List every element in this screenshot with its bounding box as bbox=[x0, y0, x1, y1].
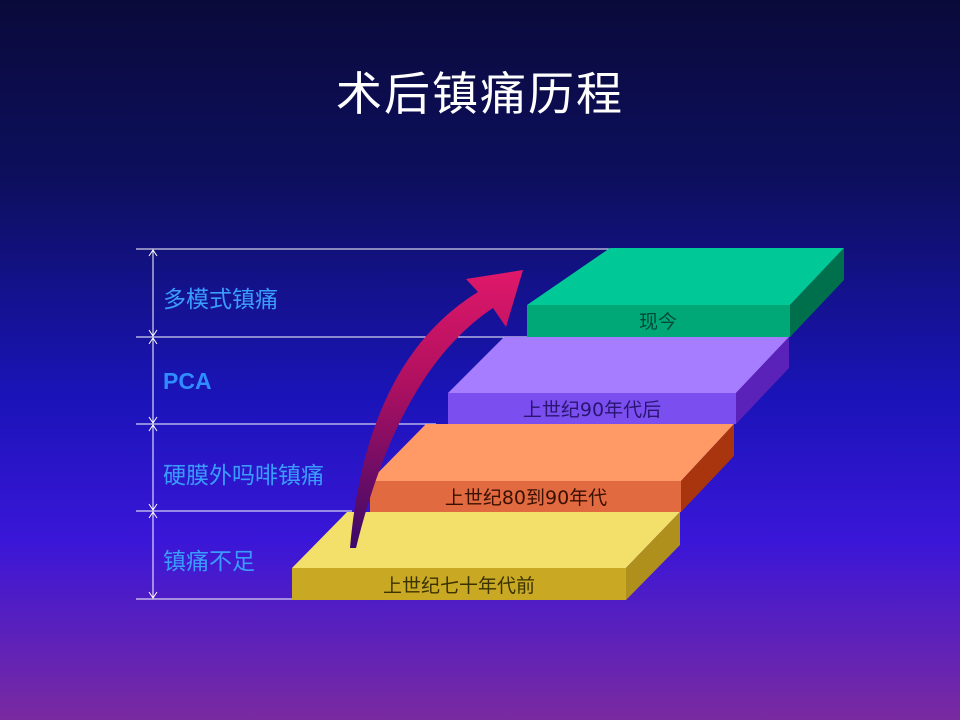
step-1-front-face bbox=[292, 568, 626, 600]
progress-arrow-icon bbox=[350, 270, 523, 548]
step-2-side-face bbox=[681, 424, 734, 512]
stage-label-insufficient: 镇痛不足 bbox=[163, 549, 255, 575]
reference-lines bbox=[136, 248, 610, 600]
step-4-label: 现今 bbox=[639, 311, 677, 333]
step-2-front-face bbox=[370, 481, 681, 512]
stage-label-multimodal: 多模式镇痛 bbox=[163, 287, 278, 313]
dimension-arrow-4-heads bbox=[148, 511, 158, 599]
page-title: 术后镇痛历程 bbox=[336, 67, 624, 121]
step-3-top-face bbox=[448, 337, 789, 393]
stage-label-epidural-morphine: 硬膜外吗啡镇痛 bbox=[163, 463, 324, 489]
stage-label-pca: PCA bbox=[163, 368, 212, 394]
step-2: 上世纪80到90年代 bbox=[370, 424, 734, 512]
step-3-label: 上世纪90年代后 bbox=[523, 399, 661, 421]
step-3-front-face bbox=[448, 393, 736, 424]
step-2-top-face bbox=[370, 424, 734, 481]
step-1-label: 上世纪七十年代前 bbox=[383, 575, 535, 597]
dimension-arrows bbox=[148, 249, 158, 599]
dimension-arrow-1-heads bbox=[148, 249, 158, 337]
step-1: 上世纪七十年代前 bbox=[292, 512, 680, 600]
step-4-front-face bbox=[527, 305, 790, 337]
step-4-top-face bbox=[527, 248, 844, 305]
step-4: 现今 bbox=[527, 248, 844, 337]
step-3: 上世纪90年代后 bbox=[448, 337, 789, 424]
step-1-top-face bbox=[292, 512, 680, 568]
dimension-arrow-3-heads bbox=[148, 424, 158, 511]
step-4-side-face bbox=[790, 248, 844, 337]
step-3-side-face bbox=[736, 337, 789, 424]
dimension-arrow-2-heads bbox=[148, 337, 158, 424]
step-1-side-face bbox=[626, 512, 680, 600]
step-2-label: 上世纪80到90年代 bbox=[445, 487, 607, 509]
